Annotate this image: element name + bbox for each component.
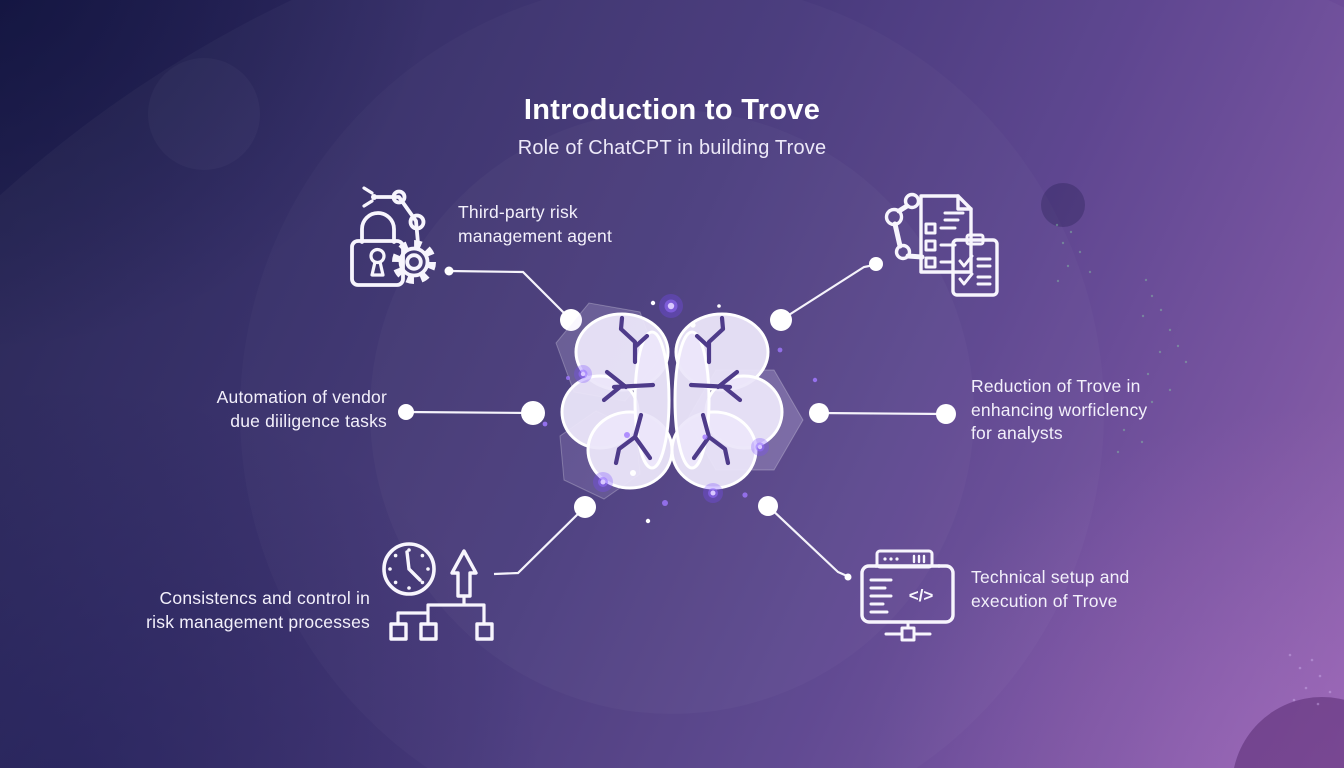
connector-top-right: [770, 257, 883, 331]
connector-top-left: [444, 266, 582, 331]
label-top-left: Third-party risk management agent: [458, 201, 658, 248]
brain-branches-right: [688, 315, 743, 466]
connector-bottom-left: [493, 496, 596, 576]
page-subtitle: Role of ChatCPT in building Trove: [517, 137, 827, 159]
label-line: Consistencs and control in: [159, 588, 370, 608]
brain-right-hemisphere: [670, 312, 784, 490]
label-line: risk management processes: [146, 611, 370, 632]
label-line: due diiligence tasks: [230, 410, 387, 431]
speckle-dots: [1055, 223, 1332, 706]
label-line: management agent: [458, 225, 613, 246]
label-bottom-left: Consistencs and control in risk manageme…: [118, 587, 370, 634]
connector-mid-left: [398, 401, 545, 425]
brain-branches-left: [601, 315, 656, 466]
connector-mid-right: [809, 403, 956, 424]
brain-left-hemisphere: [560, 312, 674, 490]
page-title: Introduction to Trove: [523, 94, 821, 126]
connector-bottom-right: [758, 496, 852, 581]
label-mid-left: Automation of vendor due diiligence task…: [150, 386, 387, 433]
glow-particles: [542, 294, 818, 506]
title-block: Introduction to Trove Role of ChatCPT in…: [372, 94, 972, 160]
label-line: execution of Trove: [971, 590, 1118, 611]
brain-icon: [542, 294, 818, 524]
label-line: enhancing worficlency: [971, 399, 1148, 420]
label-line: Reduction of Trove in: [971, 376, 1141, 396]
code-window-icon: </>: [860, 549, 955, 642]
lock-gear-robot-arm-icon: [350, 186, 436, 287]
clock-growth-orgchart-icon: [382, 542, 494, 641]
code-glyph: </>: [909, 586, 934, 605]
sparkle-dots: [630, 300, 721, 524]
label-mid-right: Reduction of Trove in enhancing worficle…: [971, 375, 1201, 446]
document-checklist-clipboard-icon: [884, 192, 999, 297]
label-line: Third-party risk: [458, 202, 578, 222]
label-line: Technical setup and: [971, 567, 1130, 587]
label-bottom-right: Technical setup and execution of Trove: [971, 566, 1201, 613]
label-line: for analysts: [971, 423, 1063, 443]
label-line: Automation of vendor: [216, 387, 387, 407]
